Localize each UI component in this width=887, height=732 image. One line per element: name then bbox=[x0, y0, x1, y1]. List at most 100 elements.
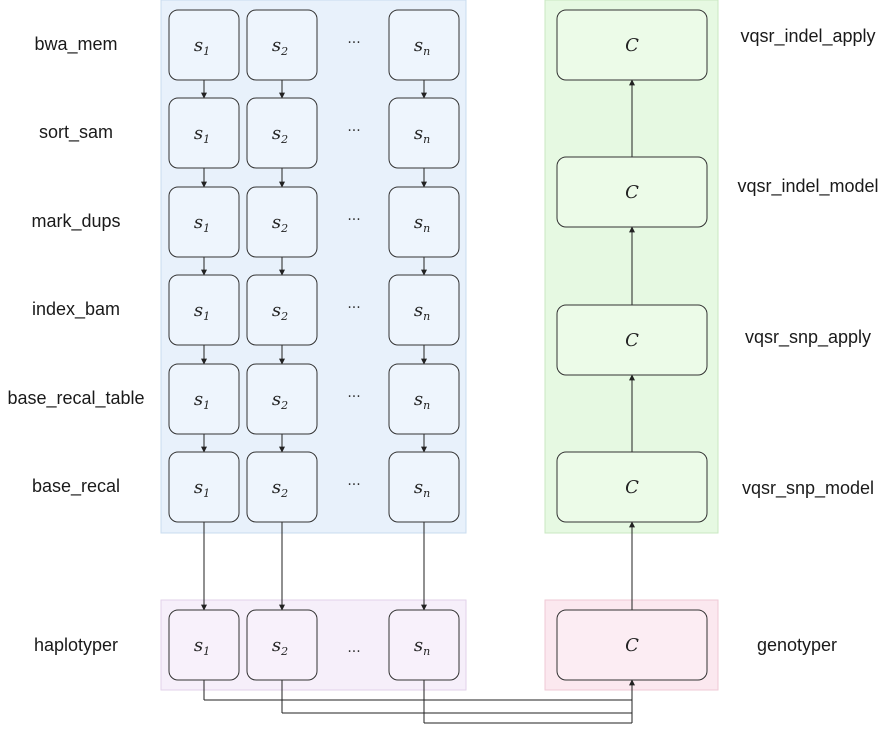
ellipsis-bwa_mem: ... bbox=[347, 31, 360, 47]
node-mark_dups-s2: s2 bbox=[246, 186, 318, 258]
node-bwa_mem-s3-label: sn bbox=[414, 35, 430, 58]
node-mark_dups-s1-label: s1 bbox=[194, 212, 210, 235]
node-haplotyper-s1: s1 bbox=[168, 609, 240, 681]
stage-label-index_bam: index_bam bbox=[32, 299, 120, 320]
stage-label-haplotyper: haplotyper bbox=[34, 635, 118, 655]
node-vqsr_indel_model-label: C bbox=[625, 182, 639, 203]
node-bwa_mem-s3-box bbox=[388, 9, 460, 81]
node-vqsr_indel_apply: C bbox=[556, 9, 708, 81]
node-haplotyper-s2-box bbox=[246, 609, 318, 681]
node-base_recal_table-s3: sn bbox=[388, 363, 460, 435]
node-index_bam-s1-label: s1 bbox=[194, 300, 210, 323]
node-mark_dups-s3: sn bbox=[388, 186, 460, 258]
node-sort_sam-s2-label: s2 bbox=[272, 123, 288, 146]
stage-label-genotyper: genotyper bbox=[757, 635, 837, 655]
node-mark_dups-s1: s1 bbox=[168, 186, 240, 258]
node-sort_sam-s3: sn bbox=[388, 97, 460, 169]
node-mark_dups-s2-box bbox=[246, 186, 318, 258]
node-index_bam-s2-label: s2 bbox=[272, 300, 288, 323]
node-haplotyper-s2: s2 bbox=[246, 609, 318, 681]
node-index_bam-s3: sn bbox=[388, 274, 460, 346]
labels-layer: bwa_memsort_sammark_dupsindex_bambase_re… bbox=[7, 26, 878, 655]
stage-label-sort_sam: sort_sam bbox=[39, 122, 113, 143]
node-vqsr_snp_apply: C bbox=[556, 304, 708, 376]
stage-label-base_recal_table: base_recal_table bbox=[7, 388, 144, 409]
node-haplotyper-s1-box bbox=[168, 609, 240, 681]
node-base_recal-s3-box bbox=[388, 451, 460, 523]
node-vqsr_indel_model-box bbox=[556, 156, 708, 228]
node-base_recal_table-s1-box bbox=[168, 363, 240, 435]
node-vqsr_snp_model: C bbox=[556, 451, 708, 523]
node-base_recal-s1-box bbox=[168, 451, 240, 523]
node-sort_sam-s3-label: sn bbox=[414, 123, 430, 146]
node-base_recal-s1: s1 bbox=[168, 451, 240, 523]
nodes-layer: s1 s2 sn... s1 s2 sn... s1 s2 sn... s1 s2 sn... s1 s2… bbox=[168, 9, 708, 681]
node-base_recal_table-s1: s1 bbox=[168, 363, 240, 435]
ellipsis-base_recal_table: ... bbox=[347, 385, 360, 401]
node-sort_sam-s3-box bbox=[388, 97, 460, 169]
ellipsis-sort_sam: ... bbox=[347, 119, 360, 135]
node-vqsr_indel_model: C bbox=[556, 156, 708, 228]
node-haplotyper-s3-box bbox=[388, 609, 460, 681]
node-base_recal_table-s2-box bbox=[246, 363, 318, 435]
node-base_recal-s2-box bbox=[246, 451, 318, 523]
node-vqsr_indel_apply-label: C bbox=[625, 35, 639, 56]
node-genotyper-label: C bbox=[625, 635, 639, 656]
node-base_recal-s3-label: sn bbox=[414, 477, 430, 500]
node-sort_sam-s2: s2 bbox=[246, 97, 318, 169]
edges-layer bbox=[201, 79, 635, 724]
node-mark_dups-s3-box bbox=[388, 186, 460, 258]
stage-label-mark_dups: mark_dups bbox=[31, 211, 120, 232]
node-vqsr_indel_apply-box bbox=[556, 9, 708, 81]
node-mark_dups-s2-label: s2 bbox=[272, 212, 288, 235]
node-base_recal_table-s3-label: sn bbox=[414, 389, 430, 412]
node-index_bam-s1: s1 bbox=[168, 274, 240, 346]
node-base_recal-s2: s2 bbox=[246, 451, 318, 523]
node-sort_sam-s2-box bbox=[246, 97, 318, 169]
node-haplotyper-s2-label: s2 bbox=[272, 635, 288, 658]
node-haplotyper-s3-label: sn bbox=[414, 635, 430, 658]
node-vqsr_snp_apply-label: C bbox=[625, 330, 639, 351]
node-index_bam-s3-box bbox=[388, 274, 460, 346]
stage-label-vqsr_indel_apply: vqsr_indel_apply bbox=[740, 26, 875, 47]
node-mark_dups-s3-label: sn bbox=[414, 212, 430, 235]
node-base_recal-s2-label: s2 bbox=[272, 477, 288, 500]
node-bwa_mem-s1: s1 bbox=[168, 9, 240, 81]
node-sort_sam-s1: s1 bbox=[168, 97, 240, 169]
node-vqsr_snp_model-box bbox=[556, 451, 708, 523]
node-bwa_mem-s3: sn bbox=[388, 9, 460, 81]
node-base_recal_table-s2-label: s2 bbox=[272, 389, 288, 412]
node-base_recal_table-s1-label: s1 bbox=[194, 389, 210, 412]
node-genotyper-box bbox=[556, 609, 708, 681]
node-bwa_mem-s2-label: s2 bbox=[272, 35, 288, 58]
node-bwa_mem-s2: s2 bbox=[246, 9, 318, 81]
ellipsis-haplotyper: ... bbox=[347, 640, 360, 656]
ellipsis-index_bam: ... bbox=[347, 296, 360, 312]
node-index_bam-s2-box bbox=[246, 274, 318, 346]
node-vqsr_snp_model-label: C bbox=[625, 477, 639, 498]
node-genotyper: C bbox=[556, 609, 708, 681]
node-index_bam-s3-label: sn bbox=[414, 300, 430, 323]
node-bwa_mem-s2-box bbox=[246, 9, 318, 81]
ellipsis-base_recal: ... bbox=[347, 473, 360, 489]
per-sample-stages-panel bbox=[160, 0, 467, 534]
node-index_bam-s2: s2 bbox=[246, 274, 318, 346]
stage-label-base_recal: base_recal bbox=[32, 476, 120, 497]
node-haplotyper-s1-label: s1 bbox=[194, 635, 210, 658]
node-sort_sam-s1-label: s1 bbox=[194, 123, 210, 146]
stage-label-vqsr_indel_model: vqsr_indel_model bbox=[737, 176, 878, 197]
node-haplotyper-s3: sn bbox=[388, 609, 460, 681]
ellipsis-mark_dups: ... bbox=[347, 208, 360, 224]
node-bwa_mem-s1-label: s1 bbox=[194, 35, 210, 58]
node-sort_sam-s1-box bbox=[168, 97, 240, 169]
node-index_bam-s1-box bbox=[168, 274, 240, 346]
node-base_recal-s1-label: s1 bbox=[194, 477, 210, 500]
node-mark_dups-s1-box bbox=[168, 186, 240, 258]
node-base_recal-s3: sn bbox=[388, 451, 460, 523]
node-bwa_mem-s1-box bbox=[168, 9, 240, 81]
stage-label-vqsr_snp_model: vqsr_snp_model bbox=[742, 478, 874, 499]
stage-label-vqsr_snp_apply: vqsr_snp_apply bbox=[745, 327, 871, 348]
node-vqsr_snp_apply-box bbox=[556, 304, 708, 376]
node-base_recal_table-s3-box bbox=[388, 363, 460, 435]
